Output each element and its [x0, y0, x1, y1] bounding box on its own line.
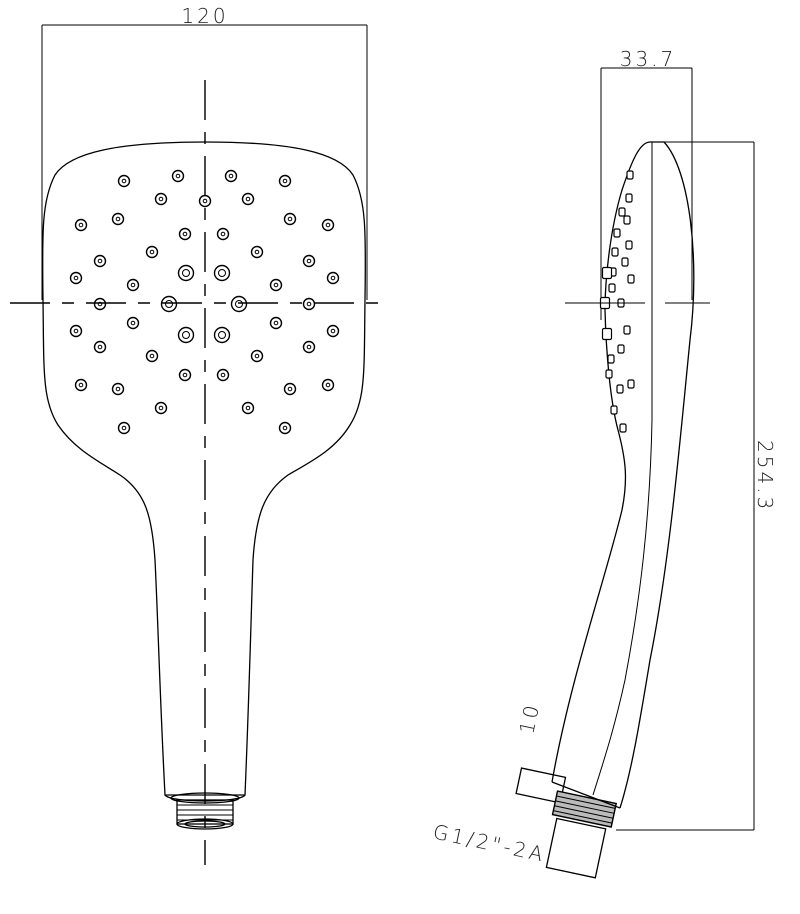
width-dimension: 120 [41, 4, 368, 300]
thread-spec-label: G1/2"-2A [431, 819, 548, 866]
depth-dimension: 33.7 [600, 47, 693, 320]
front-outline [41, 141, 367, 796]
height-dimension: 254.3 [616, 141, 777, 831]
spray-holes [69, 169, 340, 435]
front-connector [164, 792, 246, 830]
side-inner-line [592, 142, 653, 796]
side-connector [515, 767, 618, 879]
side-outline [551, 141, 695, 809]
height-dimension-label: 254.3 [753, 440, 777, 512]
angle-label: 10 [514, 700, 544, 736]
side-view: 33.7 254.3 10 G1/2"-2A [431, 47, 777, 879]
width-dimension-label: 120 [181, 4, 228, 28]
front-view: 120 [10, 4, 385, 865]
depth-dimension-label: 33.7 [620, 47, 677, 71]
